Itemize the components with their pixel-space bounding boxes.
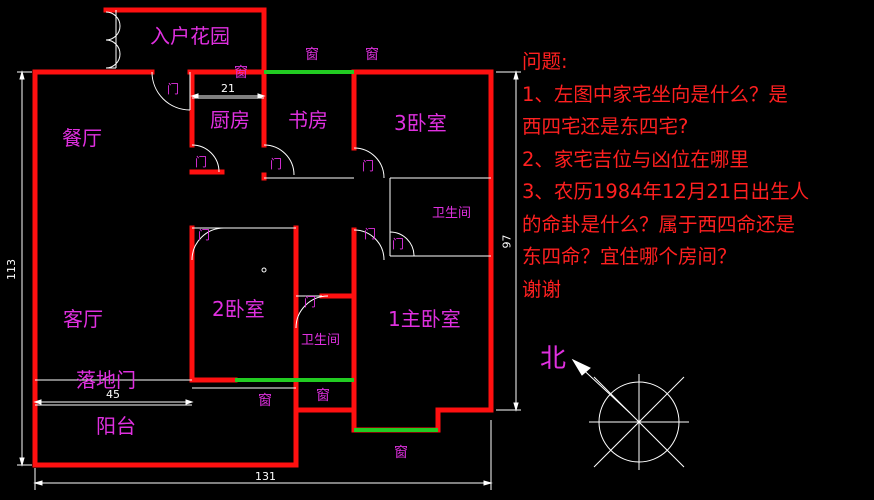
door-label-bedroom2: 门 — [198, 228, 211, 242]
dim-kitchen-width: 21 — [221, 82, 235, 95]
question-line-7: 谢谢 — [522, 277, 562, 301]
question-line-2: 西四宅还是东四宅? — [522, 115, 689, 138]
dim-right-height: 97 — [500, 234, 514, 249]
room-bedroom3: 3卧室 — [394, 111, 447, 135]
dim-balcony-width: 45 — [106, 388, 120, 401]
window-label-bedroom2: 窗 — [258, 393, 272, 409]
room-dining: 餐厅 — [62, 126, 102, 150]
questions-block: 问题: 1、左图中家宅坐向是什么？是 西四宅还是东四宅? 2、家宅吉位与凶位在哪… — [522, 46, 809, 306]
glass-door-label: 落地门 — [76, 368, 136, 392]
window-label-master: 窗 — [394, 445, 408, 461]
question-line-6: 东四命？宜住哪个房间？ — [522, 245, 737, 268]
walls — [32, 7, 494, 468]
north-label: 北 — [540, 344, 567, 374]
window-label-bath2: 窗 — [316, 388, 330, 404]
room-master: 1主卧室 — [388, 307, 461, 331]
window-label-bedroom3: 窗 — [365, 47, 379, 63]
room-garden: 入户花园 — [150, 24, 230, 48]
question-line-4: 3、农历1984年12月21日出生人 — [522, 180, 810, 203]
question-line-3: 2、家宅吉位与凶位在哪里 — [522, 147, 749, 171]
room-balcony: 阳台 — [96, 414, 136, 438]
room-bedroom2: 2卧室 — [212, 297, 265, 321]
room-kitchen: 厨房 — [210, 108, 250, 132]
door-label-dining: 门 — [167, 82, 180, 96]
door-label-bath2: 门 — [304, 295, 317, 309]
window-label-study: 窗 — [305, 47, 319, 63]
room-living: 客厅 — [63, 307, 103, 331]
room-study: 书房 — [288, 108, 328, 132]
question-line-5: 的命卦是什么？属于西四命还是 — [522, 212, 796, 236]
dim-total-width: 131 — [255, 470, 276, 483]
door-label-study: 门 — [270, 157, 283, 171]
door-label-bath1: 门 — [392, 237, 405, 251]
dim-total-height: 113 — [5, 259, 18, 280]
door-label-bedroom3: 门 — [362, 159, 375, 173]
door-swings — [105, 11, 415, 329]
room-bath1: 卫生间 — [432, 206, 472, 221]
door-label-kitchen: 门 — [195, 155, 208, 169]
thin-lines — [35, 10, 491, 406]
room-bath2: 卫生间 — [301, 333, 341, 348]
door-label-master: 门 — [364, 227, 377, 241]
ceiling-dot — [261, 267, 267, 273]
window-label-garden: 窗 — [234, 65, 248, 81]
compass-icon — [571, 358, 689, 470]
dimension-lines — [17, 70, 521, 490]
windows-lines — [235, 70, 438, 432]
questions-title: 问题: — [522, 50, 568, 73]
question-line-1: 1、左图中家宅坐向是什么？是 — [522, 82, 788, 106]
